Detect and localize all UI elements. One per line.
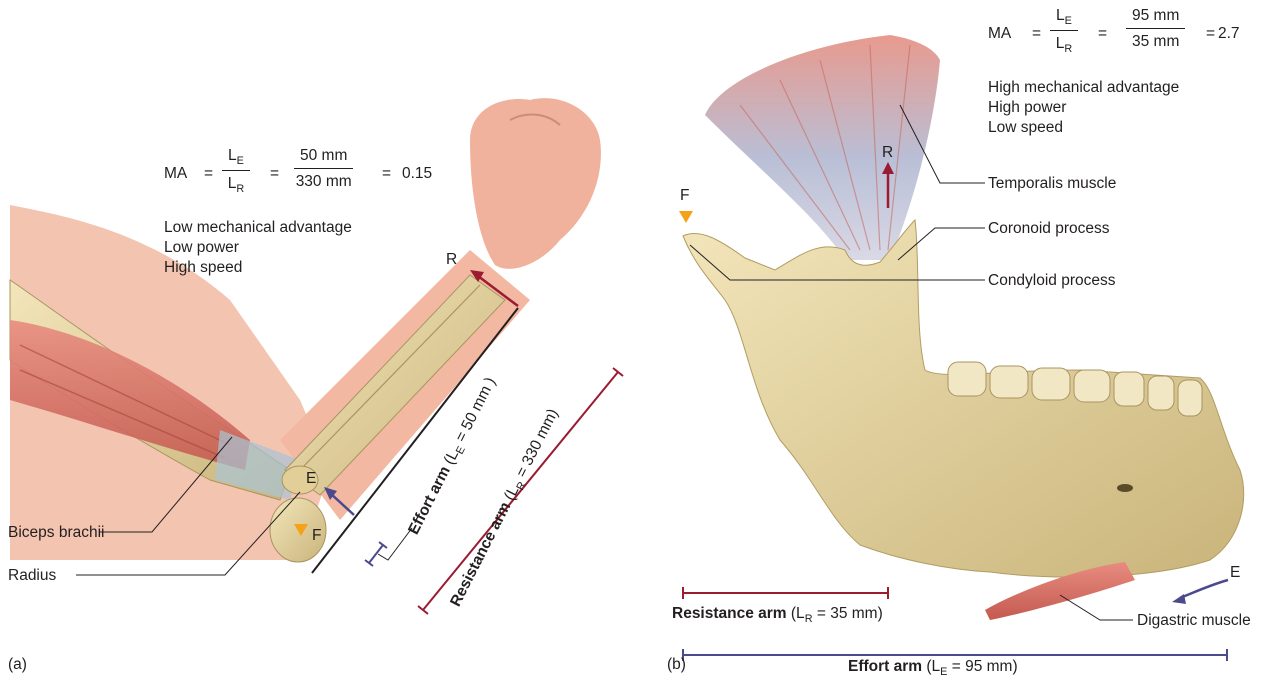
panel-a-value-fraction: 50 mm 330 mm — [294, 147, 353, 191]
panel-a-label: (a) — [8, 657, 27, 673]
jaw-illustration — [683, 35, 1244, 620]
jaw-resistance-arm-close: = 35 mm) — [813, 605, 883, 622]
panel-a-le-lr-fraction: LE LR — [222, 147, 250, 195]
jaw-resistance-arm-open: (L — [787, 605, 805, 622]
biceps-label: Biceps brachii — [8, 525, 105, 541]
temporalis-label: Temporalis muscle — [988, 176, 1116, 192]
fist — [470, 98, 601, 269]
digastric-label: Digastric muscle — [1137, 613, 1251, 629]
panel-a-result: 0.15 — [402, 166, 432, 182]
panel-a-ma: MA — [164, 166, 187, 182]
panel-a-value-den: 330 mm — [296, 169, 352, 191]
panel-b-value-fraction: 95 mm 35 mm — [1126, 7, 1185, 51]
coronoid-label: Coronoid process — [988, 221, 1109, 237]
mental-foramen — [1117, 484, 1133, 492]
jaw-f-label: F — [680, 188, 689, 204]
panel-b-value-den: 35 mm — [1132, 29, 1179, 51]
arm-e-label: E — [306, 471, 316, 487]
panel-b-desc-3: Low speed — [988, 120, 1063, 136]
jaw-e-label: E — [1230, 565, 1240, 581]
panel-b-desc-2: High power — [988, 100, 1066, 116]
panel-b-label: (b) — [667, 657, 686, 673]
panel-b-eq1: = — [1032, 26, 1041, 42]
panel-b-ma: MA — [988, 26, 1011, 42]
panel-a-le-sub: E — [237, 155, 244, 167]
arm-r-label: R — [446, 252, 457, 268]
arm-effort-arm-bracket — [365, 542, 387, 566]
panel-b-result: 2.7 — [1218, 26, 1240, 42]
jaw-effort-arm-close: = 95 mm) — [947, 658, 1017, 675]
panel-a-lr-sub: R — [236, 183, 244, 195]
panel-a-desc-3: High speed — [164, 260, 242, 276]
panel-b-le-base: L — [1056, 7, 1065, 24]
jaw-effort-arrow — [1172, 580, 1228, 604]
jaw-effort-arm-bold: Effort arm — [848, 658, 922, 675]
panel-a-value-num: 50 mm — [294, 147, 353, 169]
condyloid-label: Condyloid process — [988, 273, 1116, 289]
panel-a-eq1: = — [204, 166, 213, 182]
forearm-bones — [285, 275, 505, 495]
panel-a-desc-1: Low mechanical advantage — [164, 220, 352, 236]
panel-b-desc-1: High mechanical advantage — [988, 80, 1179, 96]
panel-a-eq2: = — [270, 166, 279, 182]
jaw-resistance-arm-bar — [683, 587, 888, 599]
jaw-fulcrum-triangle — [679, 211, 693, 223]
panel-b-le-lr-fraction: LE LR — [1050, 7, 1078, 55]
jaw-effort-arm-label: Effort arm (LE = 95 mm) — [848, 659, 1018, 678]
panel-a-desc-2: Low power — [164, 240, 239, 256]
panel-a-eq3: = — [382, 166, 391, 182]
panel-b-le-sub: E — [1065, 15, 1072, 27]
jaw-r-label: R — [882, 145, 893, 161]
panel-b-eq2: = — [1098, 26, 1107, 42]
panel-b-lr-sub: R — [1064, 43, 1072, 55]
radius-label: Radius — [8, 568, 56, 584]
panel-b-value-num: 95 mm — [1126, 7, 1185, 29]
jaw-resistance-arm-sub: R — [805, 613, 813, 625]
jaw-effort-arm-open: (L — [922, 658, 940, 675]
panel-b-eq3: = — [1206, 26, 1215, 42]
arm-f-label: F — [312, 528, 321, 544]
jaw-resistance-arm-label: Resistance arm (LR = 35 mm) — [672, 606, 883, 625]
panel-a-le-base: L — [228, 147, 237, 164]
jaw-resistance-arm-bold: Resistance arm — [672, 605, 787, 622]
